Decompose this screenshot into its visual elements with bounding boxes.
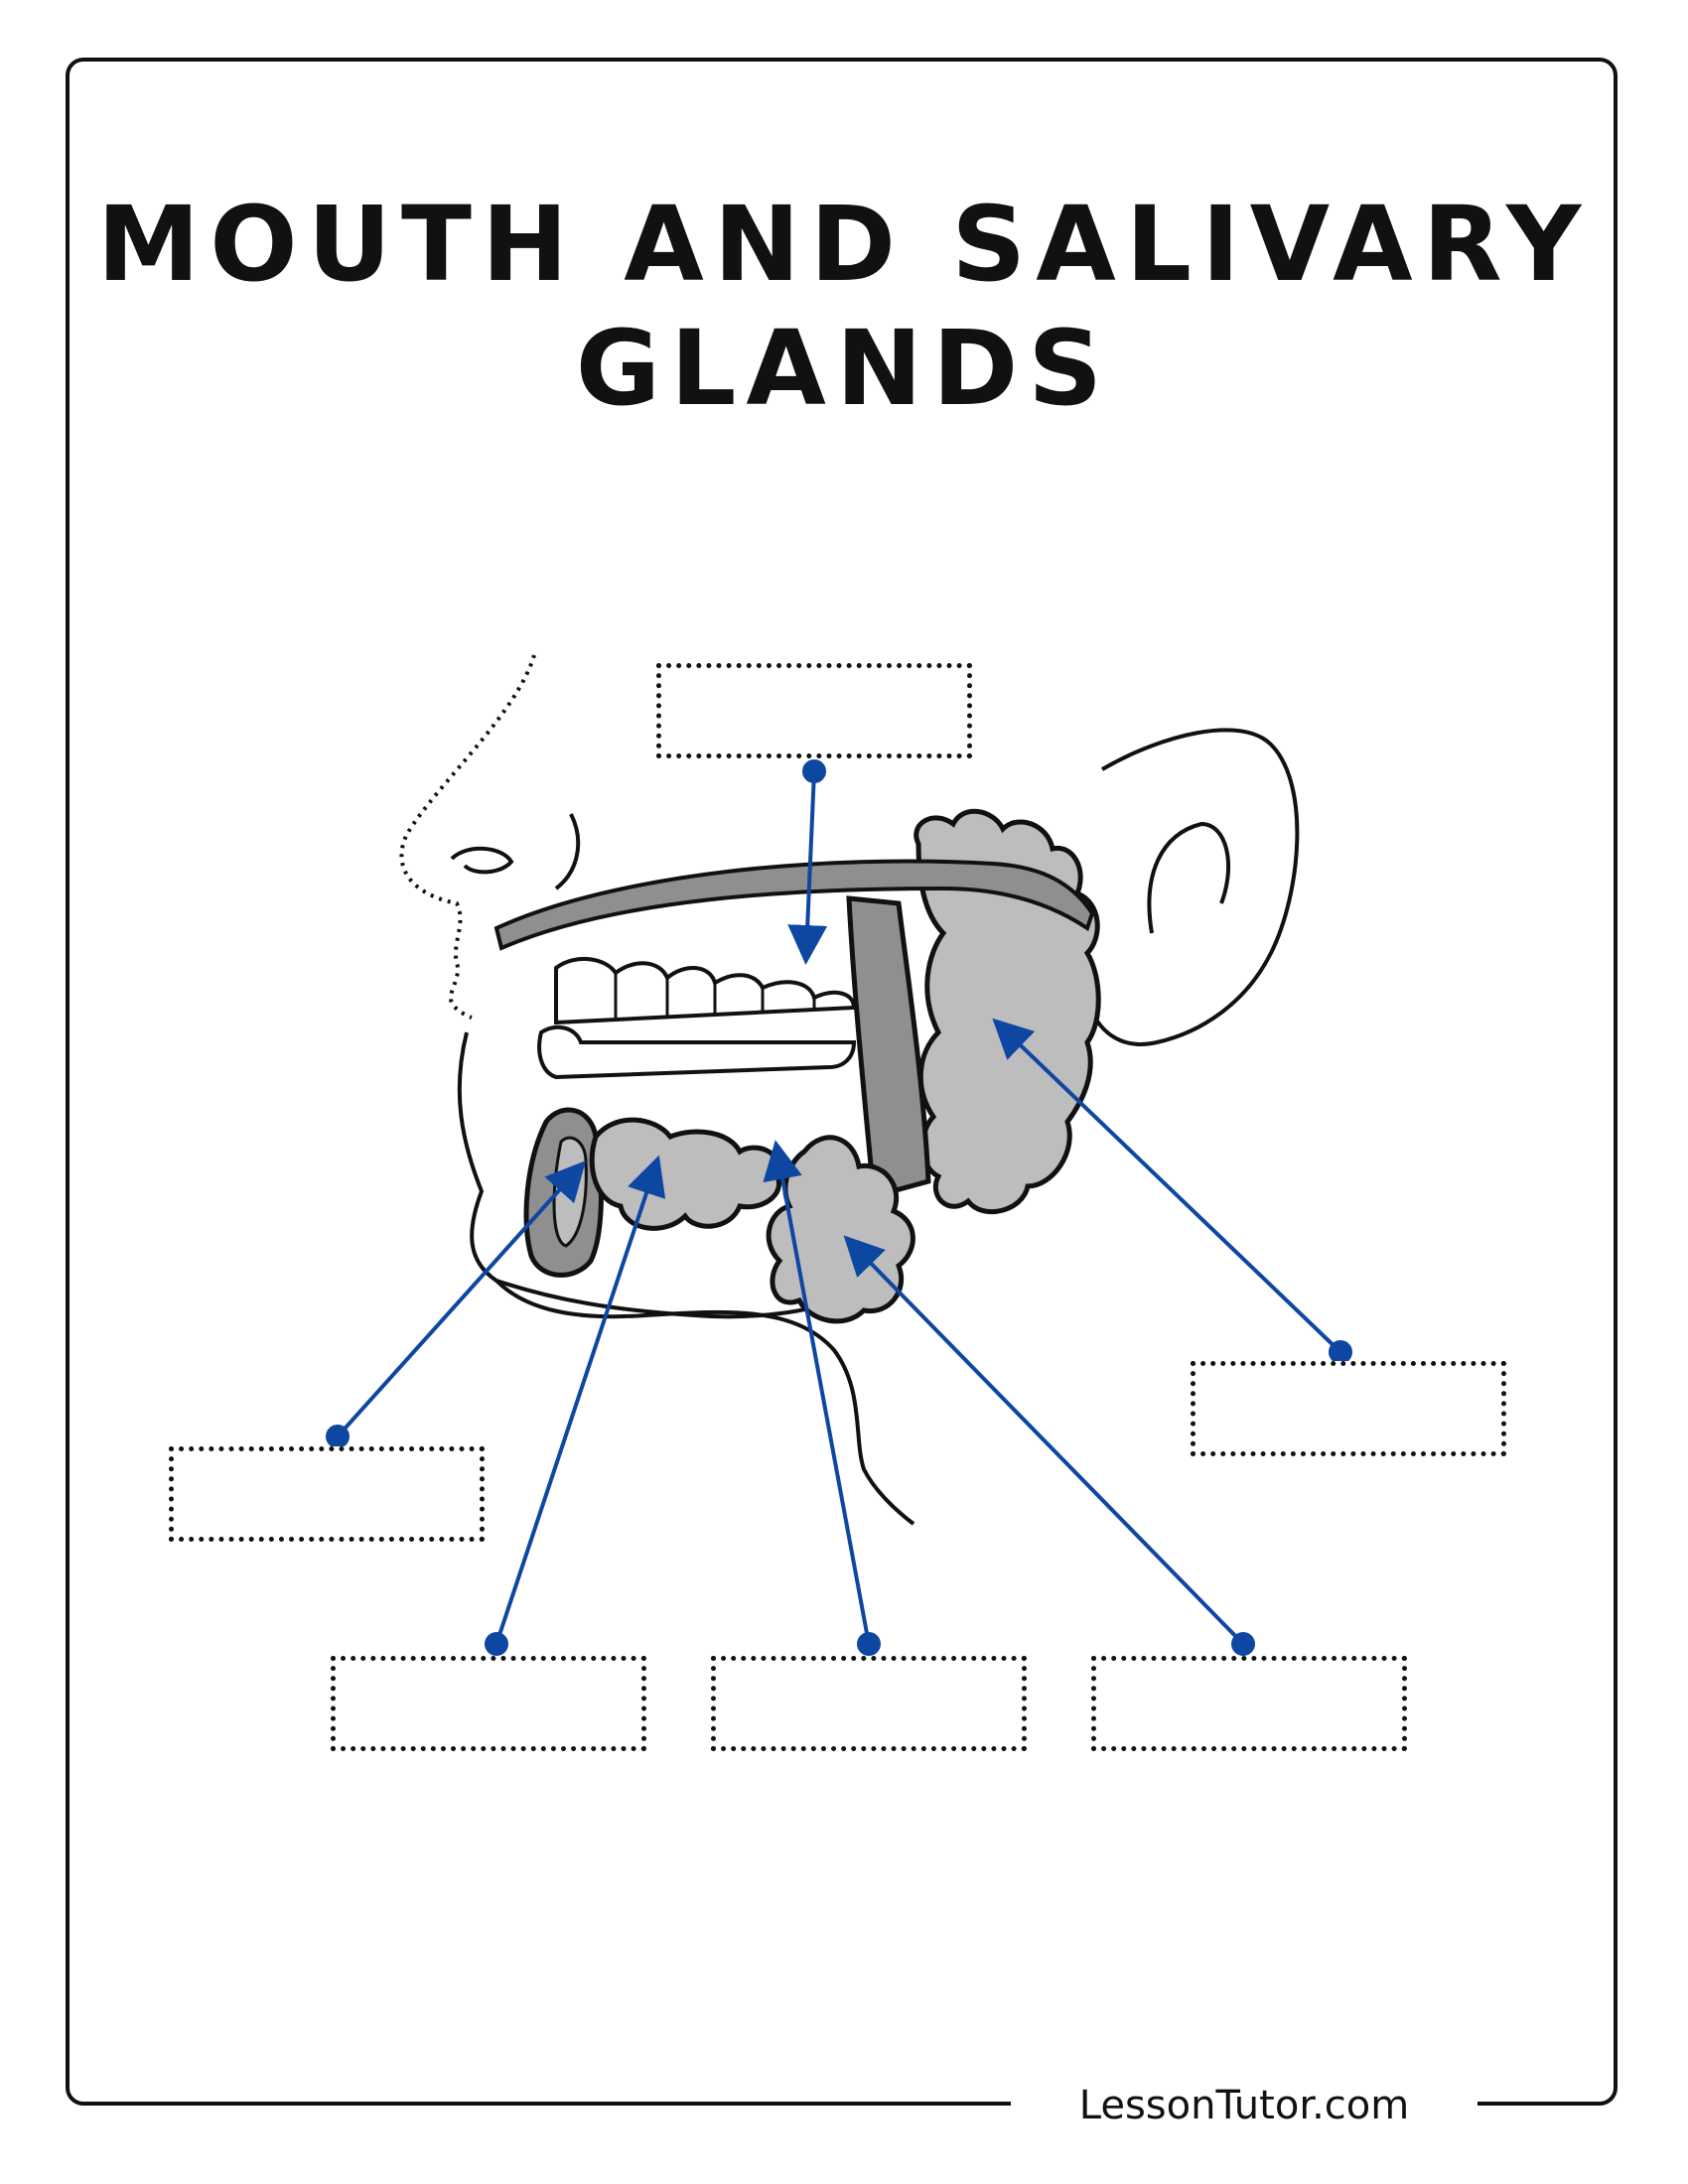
ear-inner bbox=[1147, 821, 1230, 934]
label-arrows bbox=[326, 759, 1352, 1656]
arrow-bottom-1-dot bbox=[485, 1632, 508, 1656]
arrow-left bbox=[336, 1160, 587, 1438]
label-box-right[interactable] bbox=[1191, 1361, 1506, 1456]
masseter-muscle bbox=[846, 895, 931, 1200]
arrow-bottom-2 bbox=[763, 1140, 871, 1645]
footer-site-name: LessonTutor.com bbox=[1078, 2083, 1410, 2128]
lower-jaw bbox=[457, 1031, 835, 1319]
label-box-bottom-1[interactable] bbox=[331, 1656, 646, 1751]
tooth-dividers bbox=[614, 973, 816, 1018]
label-box-top[interactable] bbox=[656, 663, 972, 758]
lower-teeth bbox=[537, 1024, 857, 1080]
cheek-line bbox=[554, 813, 581, 890]
arrow-left-dot bbox=[326, 1425, 350, 1448]
page-border bbox=[66, 58, 1618, 2106]
face-profile-outline bbox=[399, 654, 536, 1020]
palate bbox=[493, 859, 1095, 951]
arrow-bottom-1 bbox=[494, 1155, 666, 1645]
arrow-bottom-3-dot bbox=[1231, 1632, 1255, 1656]
title-line-2: GLANDS bbox=[575, 308, 1113, 429]
label-box-bottom-3[interactable] bbox=[1091, 1656, 1407, 1751]
footer-border-gap bbox=[1011, 2085, 1477, 2128]
submandibular-left bbox=[589, 1117, 781, 1231]
arrow-bottom-2-dot bbox=[857, 1632, 881, 1656]
label-box-left[interactable] bbox=[169, 1446, 485, 1542]
arrow-right bbox=[992, 1018, 1342, 1354]
arrow-right-dot bbox=[1329, 1340, 1352, 1364]
arrow-bottom-3 bbox=[843, 1235, 1245, 1646]
arrow-top bbox=[787, 770, 828, 965]
upper-teeth bbox=[554, 956, 857, 1025]
title-line-1: MOUTH AND SALIVARY bbox=[96, 184, 1592, 305]
arrow-top-dot bbox=[802, 759, 826, 783]
label-box-bottom-2[interactable] bbox=[711, 1656, 1027, 1751]
nostril bbox=[450, 846, 514, 875]
ear bbox=[1090, 728, 1300, 1046]
